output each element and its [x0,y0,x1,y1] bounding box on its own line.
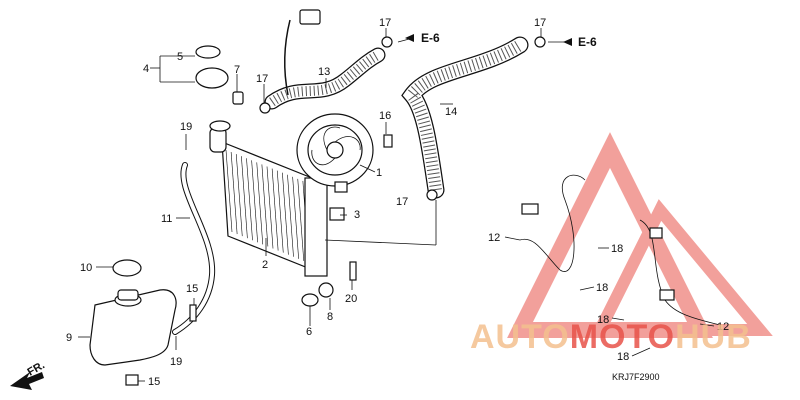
reference-e6-left: E-6 [421,31,440,45]
label-17a: 17 [379,17,391,29]
diagram-code: KRJ7F2900 [612,372,660,382]
label-12a: 12 [488,232,500,244]
reference-e6-right: E-6 [578,35,597,49]
label-2: 2 [262,259,268,271]
label-5: 5 [177,51,183,63]
label-18b: 18 [596,282,608,294]
small-parts [112,36,546,386]
leader-lines [78,28,715,382]
fan-assembly [296,113,374,193]
reserve-tank [89,289,177,366]
radiator [209,120,328,277]
label-19b: 19 [170,356,182,368]
front-direction-label: FR. [26,359,47,378]
label-3: 3 [354,209,360,221]
wire-harness [519,174,721,326]
label-15b: 15 [148,376,160,388]
label-17d: 17 [396,196,408,208]
label-4: 4 [143,63,149,75]
svg-text:AUTOMOTOHUB: AUTOMOTOHUB [470,318,752,356]
label-10: 10 [80,262,92,274]
label-9: 9 [66,332,72,344]
label-18d: 18 [617,351,629,363]
label-13: 13 [318,66,330,78]
label-16: 16 [379,110,391,122]
label-17c: 17 [256,73,268,85]
label-8: 8 [327,311,333,323]
front-arrow-icon [10,372,44,390]
label-11: 11 [161,213,172,225]
label-6: 6 [306,326,312,338]
watermark-triangles [507,132,773,338]
label-14: 14 [445,106,457,118]
watermark-auto: AUTO [470,318,570,356]
label-12b: 12 [717,321,729,333]
label-18c: 18 [597,314,609,326]
label-15a: 15 [186,283,198,295]
label-1: 1 [376,167,382,179]
label-20: 20 [345,293,357,305]
hoses [172,9,529,335]
label-17b: 17 [534,17,546,29]
label-7: 7 [234,64,240,76]
label-19a: 19 [180,121,192,133]
part-labels: 1 2 3 4 5 6 7 8 9 10 11 12 12 13 14 15 1… [66,17,729,388]
label-18a: 18 [611,243,623,255]
watermark-moto: MOTO [570,318,675,356]
watermark: AUTOMOTOHUB [470,318,752,356]
watermark-hub: HUB [675,318,752,356]
reference-arrows [405,34,572,46]
